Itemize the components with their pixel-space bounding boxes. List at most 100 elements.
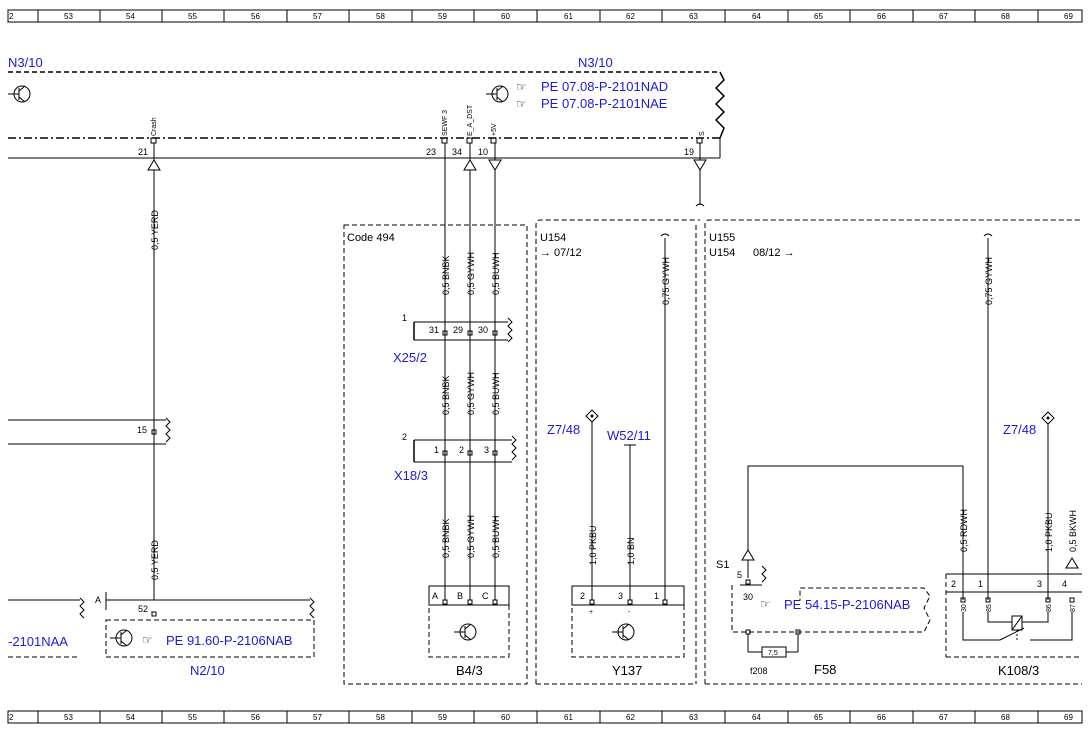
pin-number: A [432,591,438,601]
ruler-number: 62 [626,713,635,722]
ruler-number: 64 [752,713,761,722]
connector-label: A [95,595,101,605]
ref-link-n2-10[interactable]: ☞ PE 91.60-P-2106NAB [142,633,292,648]
pin-number: 21 [138,147,148,157]
ruler-number: 66 [877,12,886,21]
ruler-number: 55 [188,713,197,722]
pin-number: 15 [137,425,147,435]
wire-label: 1,0 BN [626,537,636,565]
n2-10-left-ref[interactable]: -2101NAA [8,634,68,649]
z7-48-name[interactable]: Z7/48 [547,422,580,437]
ruler-number: 62 [626,12,635,21]
y137-name: Y137 [612,663,642,678]
ref-link-n3-10-nae[interactable]: ☞ PE 07.08-P-2101NAE [516,96,668,111]
ruler-number: 69 [1064,713,1073,722]
pin-number: 3 [618,591,623,601]
wire-label: 1,0 PKBU [1044,512,1054,552]
polarity-sign: - [628,609,631,616]
code-box-label: Code 494 [347,232,395,244]
ruler-number: 65 [814,12,823,21]
wire-label: 0,5 YERD [150,210,160,250]
polarity-sign: + [589,609,593,616]
pin-number: 3 [1037,579,1042,589]
transistor-icon [8,85,31,103]
pin-number: B [457,591,463,601]
b4-3-name: B4/3 [456,663,483,678]
ref-link-f58[interactable]: ☞ PE 54.15-P-2106NAB [760,597,910,612]
ruler-number: 54 [126,12,135,21]
wire-label: 0,5 YERD [150,540,160,580]
pin-number: 34 [452,147,462,157]
ruler-number: 61 [564,713,573,722]
x18-3-name[interactable]: X18/3 [394,468,428,483]
ruler-number: 67 [939,12,948,21]
ruler-number: 59 [438,713,447,722]
ruler-number: 59 [438,12,447,21]
u155-title: U155 [709,232,735,244]
b4-3-sensor: A B C B4/3 [428,585,510,678]
pin-number: 19 [684,147,694,157]
connector-index: 2 [402,432,407,442]
x18-3-connector: 2 1 2 3 X18/3 [394,432,517,483]
s1-label: S1 [716,559,729,571]
fuse-label: f208 [750,666,768,676]
wire-label: 0,5 BKWH [1068,510,1078,552]
u154-title: U154 [540,232,566,244]
n3-10-left-name: N3/10 [8,55,43,70]
terminal-label: 87 [1070,604,1077,612]
y137-valve: 2 3 1 + - Y137 [571,585,685,678]
pin-number: 2 [580,591,585,601]
z7-48-splice-right: Z7/48 [1003,411,1055,437]
ruler-number: 66 [877,713,886,722]
u155-sub: U154 [709,247,735,259]
z7-48-splice-left: Z7/48 [547,409,599,437]
ruler-number: 53 [64,12,73,21]
hand-pointer-icon: ☞ [760,597,771,611]
k108-3-relay: 2 1 3 4 30 85 86 87 K108/3 [945,573,1082,678]
z7-48-name[interactable]: Z7/48 [1003,422,1036,437]
f58-name: F58 [814,662,836,677]
pin-label: SEWF 3 [442,110,449,136]
wire-lines [153,143,1049,600]
ref-link-n3-10-nad[interactable]: ☞ PE 07.08-P-2101NAD [516,79,668,94]
transistor-icon [110,629,133,647]
pin-number: 1 [978,579,983,589]
n2-10-name[interactable]: N2/10 [190,663,225,678]
ruler-number: 57 [313,713,322,722]
code-494-box: Code 494 [343,224,528,685]
w52-11-ground: W52/11 [607,428,651,446]
ruler-number: 54 [126,713,135,722]
ruler-number: 56 [251,12,260,21]
pin-label: S [699,131,706,136]
hand-pointer-icon: ☞ [142,633,153,647]
k108-3-name: K108/3 [998,663,1039,678]
u154-box: U154 → 07/12 [535,219,700,685]
pin-number: 1 [434,445,439,455]
ruler-number: 65 [814,713,823,722]
u155-box: U155 U154 08/12 → [704,219,1082,685]
break-marks [660,203,993,237]
pin-number: 2 [951,579,956,589]
ruler-number: 68 [1001,713,1010,722]
pin-number: 1 [654,591,659,601]
n2-10-control-unit: -2101NAA A 52 ☞ PE 91.60-P-2106NAB N2/10 [8,592,315,678]
ruler-number: 2 [9,713,14,722]
ruler-number: 60 [501,713,510,722]
wire-label: 0,5 BNBK [441,518,451,558]
wire-label: 0,5 BUWH [491,515,501,558]
pin-number: 52 [138,604,148,614]
x25-2-connector: 1 31 29 30 X25/2 [393,313,513,365]
w52-11-name[interactable]: W52/11 [607,428,651,443]
hand-pointer-icon: ☞ [516,97,527,111]
x25-2-name[interactable]: X25/2 [393,350,427,365]
wire-label: 0,5 GYWH [466,515,476,558]
u154-ref: → 07/12 [540,247,582,259]
pin-number: 31 [429,325,439,335]
transistor-icon [486,85,509,103]
terminal-label: 86 [1046,604,1053,612]
ruler-number: 56 [251,713,260,722]
connector-index: 1 [402,313,407,323]
terminal-label: 30 [961,604,968,612]
ruler-number: 64 [752,12,761,21]
